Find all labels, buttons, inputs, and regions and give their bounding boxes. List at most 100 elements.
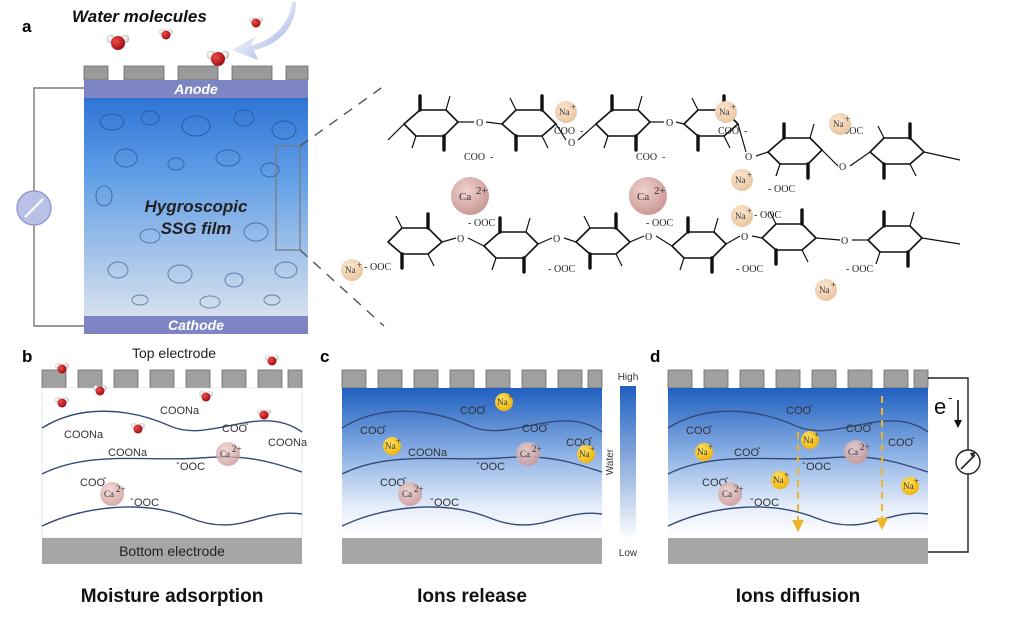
glycosidic-bond bbox=[563, 237, 577, 243]
top-comb-electrode bbox=[667, 369, 929, 389]
svg-text:Ca: Ca bbox=[722, 489, 732, 499]
svg-text:-: - bbox=[383, 420, 387, 432]
carboxylate-group: COO- bbox=[522, 418, 549, 435]
svg-text:OOC: OOC bbox=[370, 262, 391, 273]
svg-text:2+: 2+ bbox=[414, 484, 424, 494]
glycosidic-bond bbox=[655, 235, 673, 247]
scale-high-label: High bbox=[618, 372, 639, 383]
svg-text:COO: COO bbox=[554, 126, 575, 137]
oxygen-label: O bbox=[839, 162, 846, 173]
film-label-line2: SSG film bbox=[161, 219, 232, 238]
electron-charge-label: - bbox=[948, 390, 952, 405]
polymer-chain bbox=[667, 506, 929, 527]
glycosidic-bond bbox=[485, 121, 503, 125]
carboxylate-group: -OOC bbox=[646, 218, 673, 229]
svg-text:Na: Na bbox=[803, 435, 814, 445]
svg-text:Na: Na bbox=[819, 285, 830, 295]
svg-text:-: - bbox=[589, 432, 593, 444]
zoom-line-bottom bbox=[299, 249, 385, 327]
carboxylate-group: COO- bbox=[888, 432, 915, 449]
glycosidic-bond bbox=[629, 235, 645, 243]
water-molecule bbox=[106, 34, 130, 51]
water-molecule bbox=[264, 354, 280, 366]
svg-text:+: + bbox=[590, 444, 595, 454]
sugar-ring bbox=[670, 216, 728, 274]
svg-text:-: - bbox=[545, 418, 549, 430]
carboxylate-group: COO- bbox=[786, 400, 813, 417]
bottom-electrode bbox=[42, 538, 302, 564]
svg-text:Ca: Ca bbox=[520, 449, 530, 459]
svg-text:OOC: OOC bbox=[852, 264, 873, 275]
carboxylate-group: -OOC bbox=[130, 493, 159, 509]
svg-text:Na: Na bbox=[497, 397, 508, 407]
svg-text:Na: Na bbox=[735, 175, 746, 185]
coona-group: COONa bbox=[64, 429, 104, 441]
panel-b-label: b bbox=[22, 347, 32, 366]
anode-bar bbox=[84, 80, 308, 98]
svg-text:Na: Na bbox=[697, 447, 708, 457]
glycosidic-bond bbox=[537, 237, 553, 245]
svg-text:-: - bbox=[490, 152, 493, 163]
cathode-label: Cathode bbox=[168, 317, 224, 333]
svg-text:-: - bbox=[483, 400, 487, 412]
svg-text:-: - bbox=[736, 264, 739, 275]
svg-text:COO: COO bbox=[222, 423, 248, 435]
svg-text:COO: COO bbox=[718, 126, 739, 137]
sodium-ion: Na+ bbox=[801, 430, 819, 449]
svg-text:-: - bbox=[802, 457, 806, 469]
svg-text:+: + bbox=[845, 114, 850, 124]
svg-text:-: - bbox=[468, 218, 471, 229]
panel-c-label: c bbox=[320, 347, 329, 366]
electron-flow-arrowhead bbox=[954, 420, 962, 428]
oxygen-label: O bbox=[741, 232, 748, 243]
svg-text:-: - bbox=[430, 493, 434, 505]
panel-d-label: d bbox=[650, 347, 660, 366]
svg-text:-: - bbox=[750, 493, 754, 505]
oxygen-label: O bbox=[841, 236, 848, 247]
top-comb-electrode bbox=[341, 369, 603, 389]
svg-text:COO: COO bbox=[360, 425, 386, 437]
carboxylate-group: -OOC bbox=[548, 264, 575, 275]
glycosidic-bond bbox=[577, 123, 597, 141]
svg-text:-: - bbox=[130, 493, 134, 505]
svg-text:2+: 2+ bbox=[476, 185, 488, 197]
sugar-ring bbox=[402, 94, 460, 152]
sodium-ion: Na+ bbox=[341, 259, 363, 281]
svg-text:Na: Na bbox=[903, 481, 914, 491]
svg-text:OOC: OOC bbox=[554, 264, 575, 275]
sugar-ring bbox=[766, 122, 824, 180]
svg-text:Ca: Ca bbox=[848, 447, 858, 457]
svg-text:Na: Na bbox=[579, 449, 590, 459]
scale-water-label: Water bbox=[605, 448, 616, 475]
svg-text:-: - bbox=[548, 264, 551, 275]
oxygen-label: O bbox=[666, 118, 673, 129]
film-label-line1: Hygroscopic bbox=[145, 197, 249, 216]
anode-comb bbox=[83, 65, 309, 81]
svg-text:-: - bbox=[476, 457, 480, 469]
svg-text:Ca: Ca bbox=[220, 449, 230, 459]
svg-text:Na: Na bbox=[385, 441, 396, 451]
polymer-chain bbox=[341, 456, 603, 475]
svg-text:2+: 2+ bbox=[654, 185, 666, 197]
water-inflow-arrow bbox=[232, 2, 296, 60]
svg-text:-: - bbox=[103, 472, 107, 484]
sodium-ion: Na+ bbox=[815, 279, 837, 301]
carboxylate-group: -OOC bbox=[802, 457, 831, 473]
carboxylate-group: COO- bbox=[846, 418, 873, 435]
svg-text:COO: COO bbox=[734, 447, 760, 459]
svg-text:+: + bbox=[914, 476, 919, 486]
carboxylate-group: -OOC bbox=[468, 218, 495, 229]
svg-text:COO: COO bbox=[636, 152, 657, 163]
top-comb-electrode bbox=[41, 369, 303, 389]
svg-text:-: - bbox=[809, 400, 813, 412]
carboxylate-group: -OOC bbox=[846, 264, 873, 275]
glycosidic-bond bbox=[555, 123, 567, 141]
sodium-ion: Na+ bbox=[495, 392, 513, 411]
carboxylate-group: COO- bbox=[636, 152, 665, 163]
glycosidic-bond bbox=[441, 237, 457, 243]
glycosidic-bond bbox=[849, 151, 871, 167]
svg-text:-: - bbox=[662, 152, 665, 163]
oxygen-label: O bbox=[568, 138, 575, 149]
svg-text:COO: COO bbox=[686, 425, 712, 437]
